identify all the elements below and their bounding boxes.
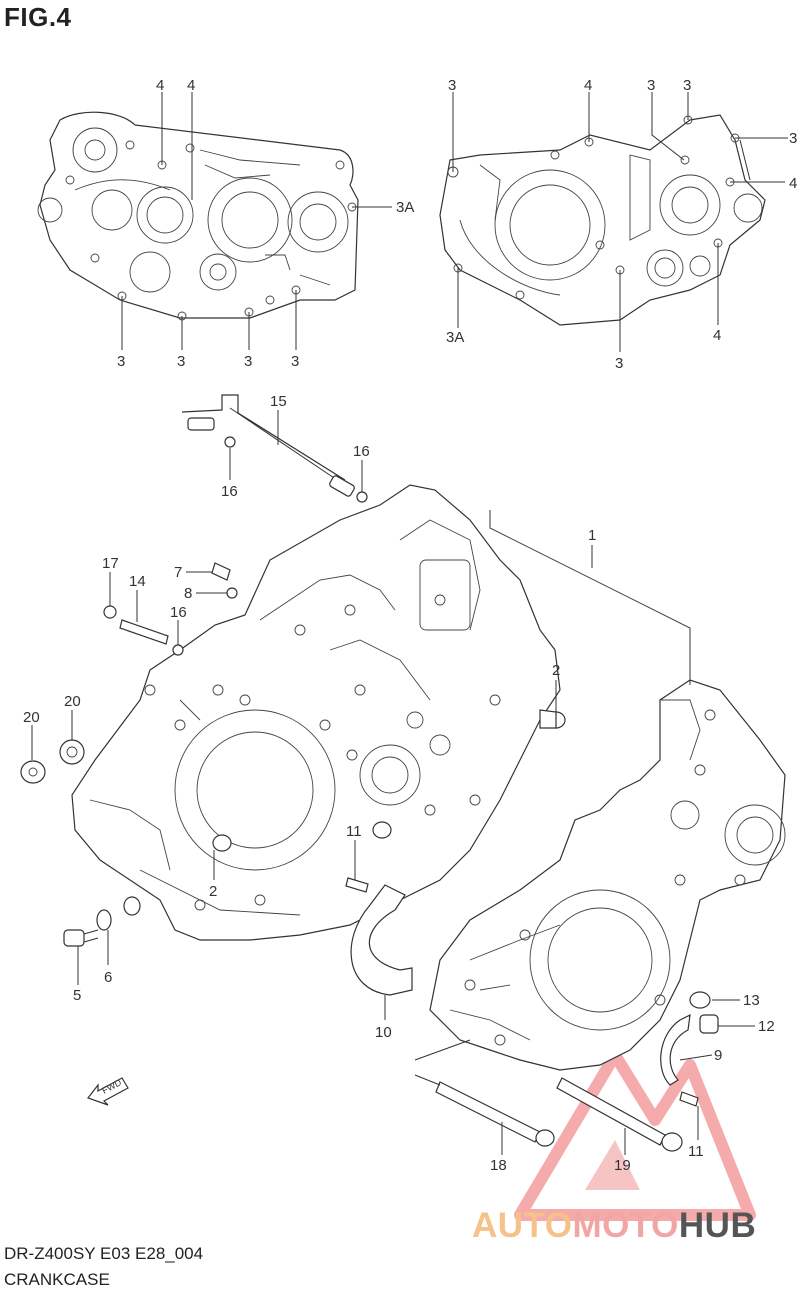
callout-label: 3 xyxy=(291,353,299,370)
callout-label: 3 xyxy=(615,355,623,372)
callout-label: 3 xyxy=(789,130,797,147)
leader-lines xyxy=(31,92,788,1155)
right-crankcase-half xyxy=(429,679,786,1071)
callout-label: 2 xyxy=(552,662,560,679)
callout-label: 16 xyxy=(353,443,370,460)
callout-label: 15 xyxy=(270,393,287,410)
watermark-segment: MOTO xyxy=(572,1206,679,1245)
callout-label: 2 xyxy=(209,883,217,900)
callout-label: 18 xyxy=(490,1157,507,1174)
callout-labels: 4 4 3A 3 3 3 3 3 4 3 3 3 4 3A 3 4 15 16 … xyxy=(23,77,797,1174)
washer-20 xyxy=(20,739,85,784)
figure-title: FIG.4 xyxy=(4,2,72,32)
jet-7 xyxy=(211,562,238,599)
callout-label: 3 xyxy=(647,77,655,94)
bolt-5-washer-6 xyxy=(63,909,112,947)
callout-label: 20 xyxy=(64,693,81,710)
callout-label: 10 xyxy=(375,1024,392,1041)
watermark-logo xyxy=(514,1049,756,1221)
callout-label: 3 xyxy=(448,77,456,94)
callout-label: 1 xyxy=(588,527,596,544)
callout-label: 16 xyxy=(170,604,187,621)
callout-label: 3 xyxy=(244,353,252,370)
o-ring-16a xyxy=(224,436,236,448)
o-ring-16b xyxy=(356,491,368,503)
callout-label: 4 xyxy=(713,327,721,344)
top-left-crankcase-view xyxy=(37,111,359,321)
callout-label: 4 xyxy=(156,77,164,94)
drain-12-washer-13 xyxy=(689,991,719,1034)
top-right-crankcase-view xyxy=(439,114,766,326)
callout-label: 8 xyxy=(184,585,192,602)
callout-label: 4 xyxy=(187,77,195,94)
callout-label: 16 xyxy=(221,483,238,500)
watermark-text: AUTOMOTOHUB xyxy=(472,1206,756,1246)
callout-label: 13 xyxy=(743,992,760,1009)
plug-14 xyxy=(103,605,184,656)
left-crankcase-half xyxy=(71,484,566,941)
watermark-segment: HUB xyxy=(678,1206,757,1245)
bracket-10 xyxy=(350,884,413,996)
callout-label: 17 xyxy=(102,555,119,572)
callout-label: 3 xyxy=(177,353,185,370)
watermark-segment: AUTO xyxy=(472,1206,573,1245)
bracket-9 xyxy=(660,1013,691,1086)
callout-label: 7 xyxy=(174,564,182,581)
callout-label: 6 xyxy=(104,969,112,986)
dowel-11-lower xyxy=(345,877,699,1107)
callout-label: 4 xyxy=(584,77,592,94)
callout-label: 11 xyxy=(346,823,362,840)
part-name: CRANKCASE xyxy=(4,1270,110,1289)
forward-direction-arrow: FWD xyxy=(87,1077,129,1106)
bolts-18-19 xyxy=(414,1039,683,1152)
callout-label: 9 xyxy=(714,1047,722,1064)
callout-label: 3 xyxy=(683,77,691,94)
callout-label: 3 xyxy=(117,353,125,370)
callout-label: 5 xyxy=(73,987,81,1004)
model-code: DR-Z400SY E03 E28_004 xyxy=(4,1244,204,1263)
callout-label: 11 xyxy=(688,1143,704,1160)
callout-label: 19 xyxy=(614,1157,631,1174)
callout-label: 3A xyxy=(396,199,414,216)
oil-pipe-15 xyxy=(181,394,355,497)
callout-label: 12 xyxy=(758,1018,775,1035)
callout-label: 14 xyxy=(129,573,146,590)
callout-label: 3A xyxy=(446,329,464,346)
callout-label: 4 xyxy=(789,175,797,192)
callout-label: 20 xyxy=(23,709,40,726)
